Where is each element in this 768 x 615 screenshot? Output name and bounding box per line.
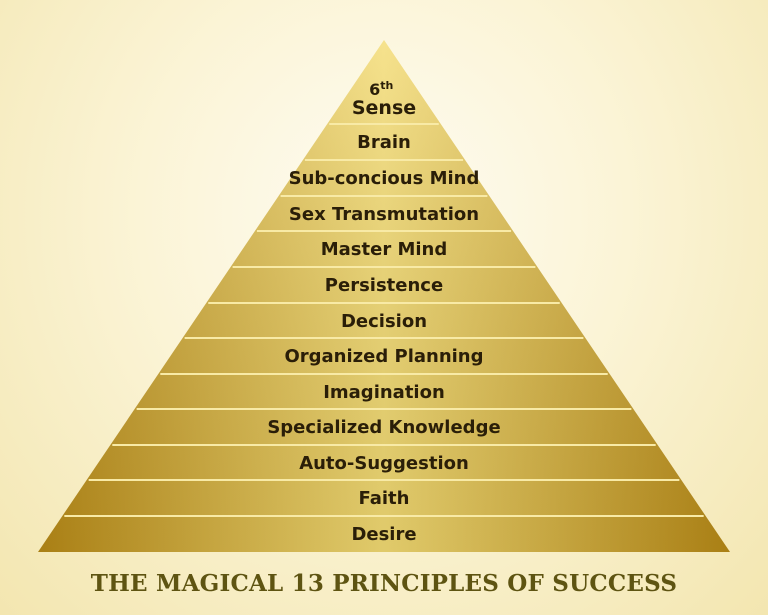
level-label-desire: Desire [351, 524, 416, 545]
level-label-decision: Decision [341, 311, 427, 332]
level-label-persistence: Persistence [325, 275, 443, 296]
pyramid-dividers [64, 123, 704, 517]
level-label-imagination: Imagination [323, 382, 445, 403]
apex-label-6: 6 [369, 80, 380, 99]
apex-label: 6th Sense [352, 74, 416, 119]
apex-label-sup: th [380, 79, 393, 92]
apex-label-sense: Sense [352, 97, 416, 119]
level-label-sex-transmutation: Sex Transmutation [289, 204, 479, 225]
pyramid-shading [38, 40, 730, 552]
level-label-faith: Faith [359, 488, 410, 509]
level-label-brain: Brain [357, 132, 411, 153]
level-label-organized-planning: Organized Planning [284, 346, 483, 367]
level-label-subconcious-mind: Sub-concious Mind [289, 168, 480, 189]
level-label-auto-suggestion: Auto-Suggestion [299, 453, 469, 474]
level-label-specialized-knowledge: Specialized Knowledge [267, 417, 500, 438]
diagram-caption: THE MAGICAL 13 PRINCIPLES OF SUCCESS [90, 570, 678, 597]
level-label-master-mind: Master Mind [321, 239, 448, 260]
